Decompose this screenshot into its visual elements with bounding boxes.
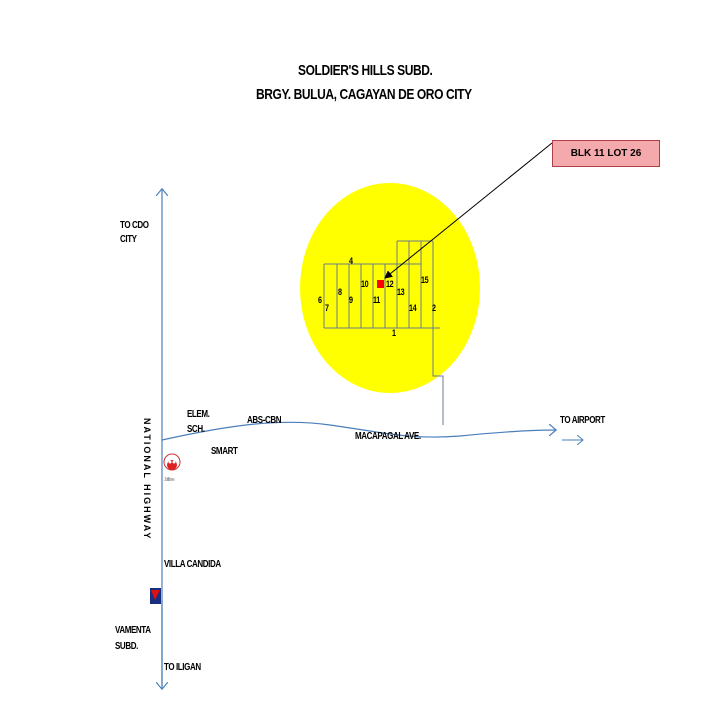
- lot-number: 10: [361, 279, 369, 289]
- lot-number: 9: [349, 295, 353, 305]
- map-title-line2: BRGY. BULUA, CAGAYAN DE ORO CITY: [256, 86, 472, 103]
- macapagal-ave-label: MACAPAGAL AVE.: [355, 431, 421, 442]
- elem-sch-label: ELEM. SCH.: [187, 409, 210, 435]
- abs-cbn-label: ABS-CBN: [247, 415, 282, 426]
- to-iligan-label: TO ILIGAN: [164, 662, 201, 673]
- to-airport-label: TO AIRPORT: [560, 415, 605, 426]
- lot-number: 1: [392, 328, 396, 338]
- villa-candida-label: VILLA CANDIDA: [164, 559, 221, 570]
- lot-number: 11: [373, 295, 380, 305]
- subdivision-highlight: [300, 183, 480, 393]
- jollibee-label: Jollibee: [164, 477, 175, 483]
- vamenta-subd-label: VAMENTA SUBD.: [115, 625, 151, 652]
- target-lot-marker: [377, 280, 384, 288]
- national-highway-label: NATIONAL HIGHWAY: [142, 418, 152, 541]
- lot-number: 7: [325, 303, 329, 313]
- lot-number: 6: [318, 295, 322, 305]
- to-cdo-city-label: TO CDO CITY: [120, 220, 149, 245]
- lot-number: 2: [432, 303, 436, 313]
- petron-station-icon: [150, 588, 161, 604]
- lot-number: 13: [397, 287, 405, 297]
- lot-number: 12: [386, 279, 394, 289]
- lot-number: 14: [409, 303, 417, 313]
- smart-label: SMART: [211, 446, 238, 457]
- lot-number: 15: [421, 275, 429, 285]
- lot-number: 8: [338, 287, 342, 297]
- callout-pointer: [384, 142, 553, 279]
- map-title-line1: SOLDIER'S HILLS SUBD.: [298, 62, 433, 79]
- macapagal-ave-road: [161, 421, 555, 441]
- jollibee-icon: [163, 453, 181, 471]
- target-lot-label: BLK 11 LOT 26: [552, 140, 660, 167]
- lot-number: 4: [349, 256, 353, 266]
- lot-grid: [323, 240, 444, 425]
